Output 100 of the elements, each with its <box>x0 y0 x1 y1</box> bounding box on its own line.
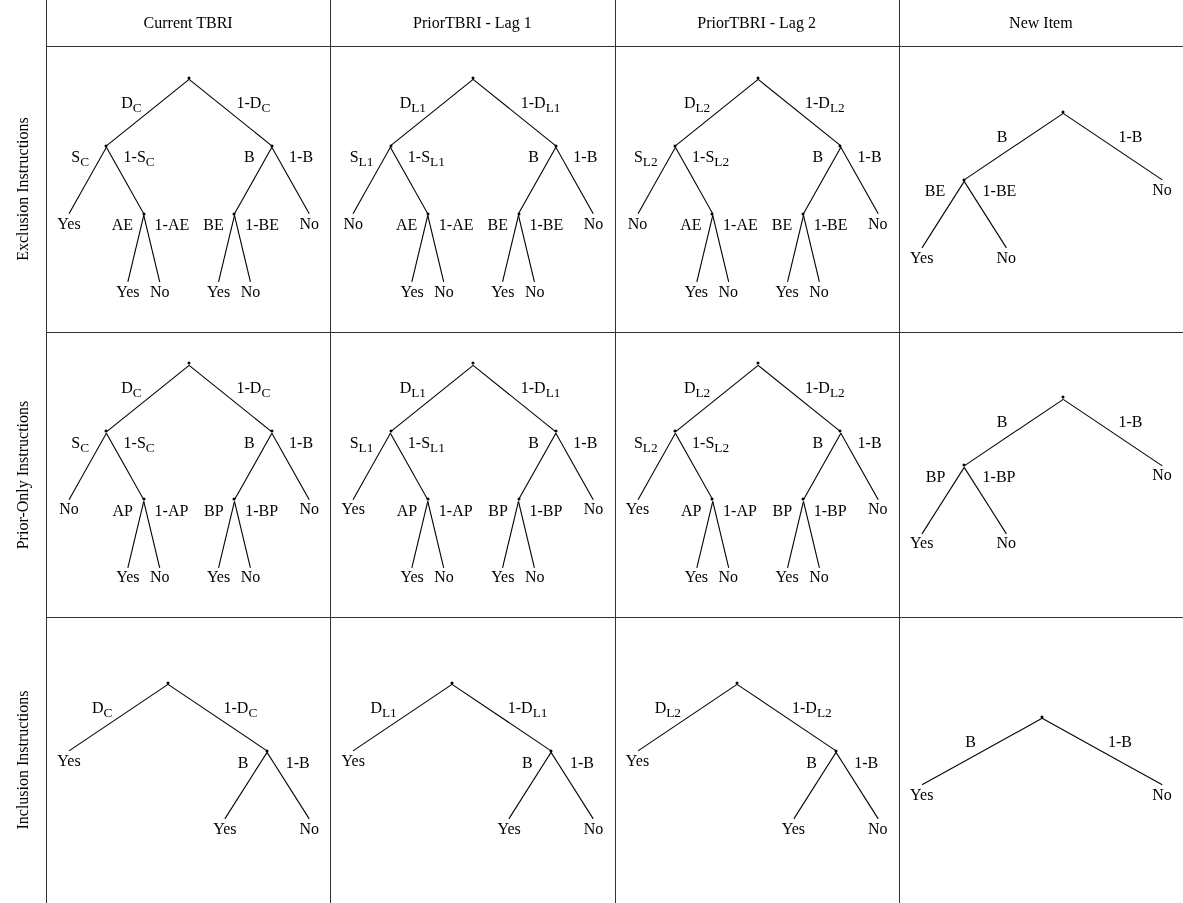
probability-label: B <box>243 433 255 452</box>
outcome-label: Yes <box>684 282 708 301</box>
outcome-label: No <box>583 820 604 839</box>
branch-line <box>1062 112 1163 181</box>
outcome-label: No <box>299 820 320 839</box>
branch-line <box>271 432 310 501</box>
outcome-label: Yes <box>775 282 799 301</box>
probability-label: 1-B <box>1107 733 1132 752</box>
branch-point <box>1061 396 1065 399</box>
branch-line <box>411 214 429 283</box>
branch-line <box>786 214 804 283</box>
probability-label: 1-B <box>289 148 314 167</box>
probability-label: B <box>237 753 249 772</box>
probability-label: 1-BE <box>245 216 280 235</box>
branch-line <box>472 364 557 433</box>
branch-line <box>839 146 879 215</box>
probability-label: AE <box>111 216 133 235</box>
branch-line <box>472 78 557 147</box>
branch-point <box>838 430 842 433</box>
probability-label: 1-S$_{C}$ <box>123 148 155 172</box>
outcome-label: Yes <box>206 282 231 301</box>
branch-line <box>224 752 268 820</box>
probability-label: 1-S$_{L1}$ <box>407 148 445 172</box>
probability-label: 1-B <box>573 148 598 167</box>
branch-point <box>554 144 558 148</box>
branch-point <box>450 681 454 685</box>
probability-label: 1-B <box>857 433 882 452</box>
branch-point <box>142 212 146 216</box>
probability-label: AP <box>396 501 418 520</box>
probability-label: 1-AE <box>438 216 474 235</box>
probability-label: S$_{L1}$ <box>349 433 374 458</box>
probability-label: 1-B <box>289 433 314 452</box>
probability-label: 1-S$_{L1}$ <box>407 433 445 458</box>
branch-line <box>427 500 445 569</box>
probability-label: 1-S$_{L2}$ <box>692 433 730 458</box>
branch-line <box>518 146 557 215</box>
branch-line <box>1041 718 1163 786</box>
probability-label: 1-S$_{C}$ <box>123 433 155 458</box>
branch-point <box>517 212 521 216</box>
branch-point <box>471 362 475 365</box>
probability-label: AP <box>112 501 133 520</box>
branch-line <box>233 146 273 215</box>
probability-label: 1-AE <box>154 216 190 235</box>
probability-label: 1-AP <box>723 501 757 520</box>
branch-point <box>104 144 108 148</box>
branch-point <box>962 178 966 182</box>
branch-point <box>187 76 191 80</box>
probability-label: 1-AE <box>723 216 758 235</box>
probability-label: B <box>521 753 533 772</box>
branch-line <box>233 500 251 569</box>
probability-label: 1-B <box>569 753 594 772</box>
branch-line <box>555 146 595 215</box>
probability-label: B <box>996 413 1008 432</box>
probability-label: 1-D$_{L2}$ <box>805 93 845 117</box>
column-header: PriorTBRI - Lag 1 <box>413 14 532 32</box>
outcome-label: No <box>149 568 170 587</box>
outcome-label: Yes <box>341 752 365 771</box>
branch-point <box>673 144 677 148</box>
probability-label: B <box>528 148 539 167</box>
probability-label: B <box>243 148 255 167</box>
branch-line <box>390 364 474 433</box>
probability-label: S$_{C}$ <box>71 148 90 172</box>
outcome-label: Yes <box>781 820 805 839</box>
outcome-label: Yes <box>206 568 231 587</box>
outcome-label: Yes <box>775 568 799 587</box>
branch-line <box>963 466 1007 535</box>
branch-point <box>1061 110 1065 114</box>
branch-line <box>218 214 236 283</box>
branch-line <box>735 684 837 752</box>
outcome-label: No <box>343 214 364 233</box>
outcome-label: No <box>627 214 648 233</box>
branch-point <box>142 498 146 501</box>
branch-line <box>757 364 841 433</box>
outcome-label: No <box>996 534 1016 553</box>
branch-line <box>188 364 273 433</box>
branch-line <box>835 752 879 820</box>
branch-point <box>389 144 393 148</box>
branch-point <box>756 76 760 80</box>
branch-line <box>711 500 729 569</box>
probability-label: BE <box>924 182 946 201</box>
outcome-label: No <box>867 500 888 519</box>
branch-line <box>352 146 392 215</box>
branch-line <box>352 432 392 501</box>
branch-point <box>187 362 191 365</box>
branch-point <box>834 749 838 753</box>
branch-line <box>508 752 552 820</box>
branch-line <box>390 146 429 215</box>
branch-line <box>518 500 536 569</box>
outcome-label: No <box>809 568 829 587</box>
branch-line <box>218 500 236 569</box>
row-header: Inclusion Instructions <box>14 690 32 830</box>
probability-label: D$_{C}$ <box>121 93 142 117</box>
outcome-label: No <box>149 282 170 301</box>
outcome-label: Yes <box>684 568 708 587</box>
probability-label: AP <box>681 501 702 520</box>
branch-point <box>801 212 805 216</box>
branch-point <box>232 212 236 216</box>
probability-label: S$_{L2}$ <box>633 148 658 172</box>
branch-line <box>711 214 729 283</box>
branch-point <box>554 430 558 433</box>
